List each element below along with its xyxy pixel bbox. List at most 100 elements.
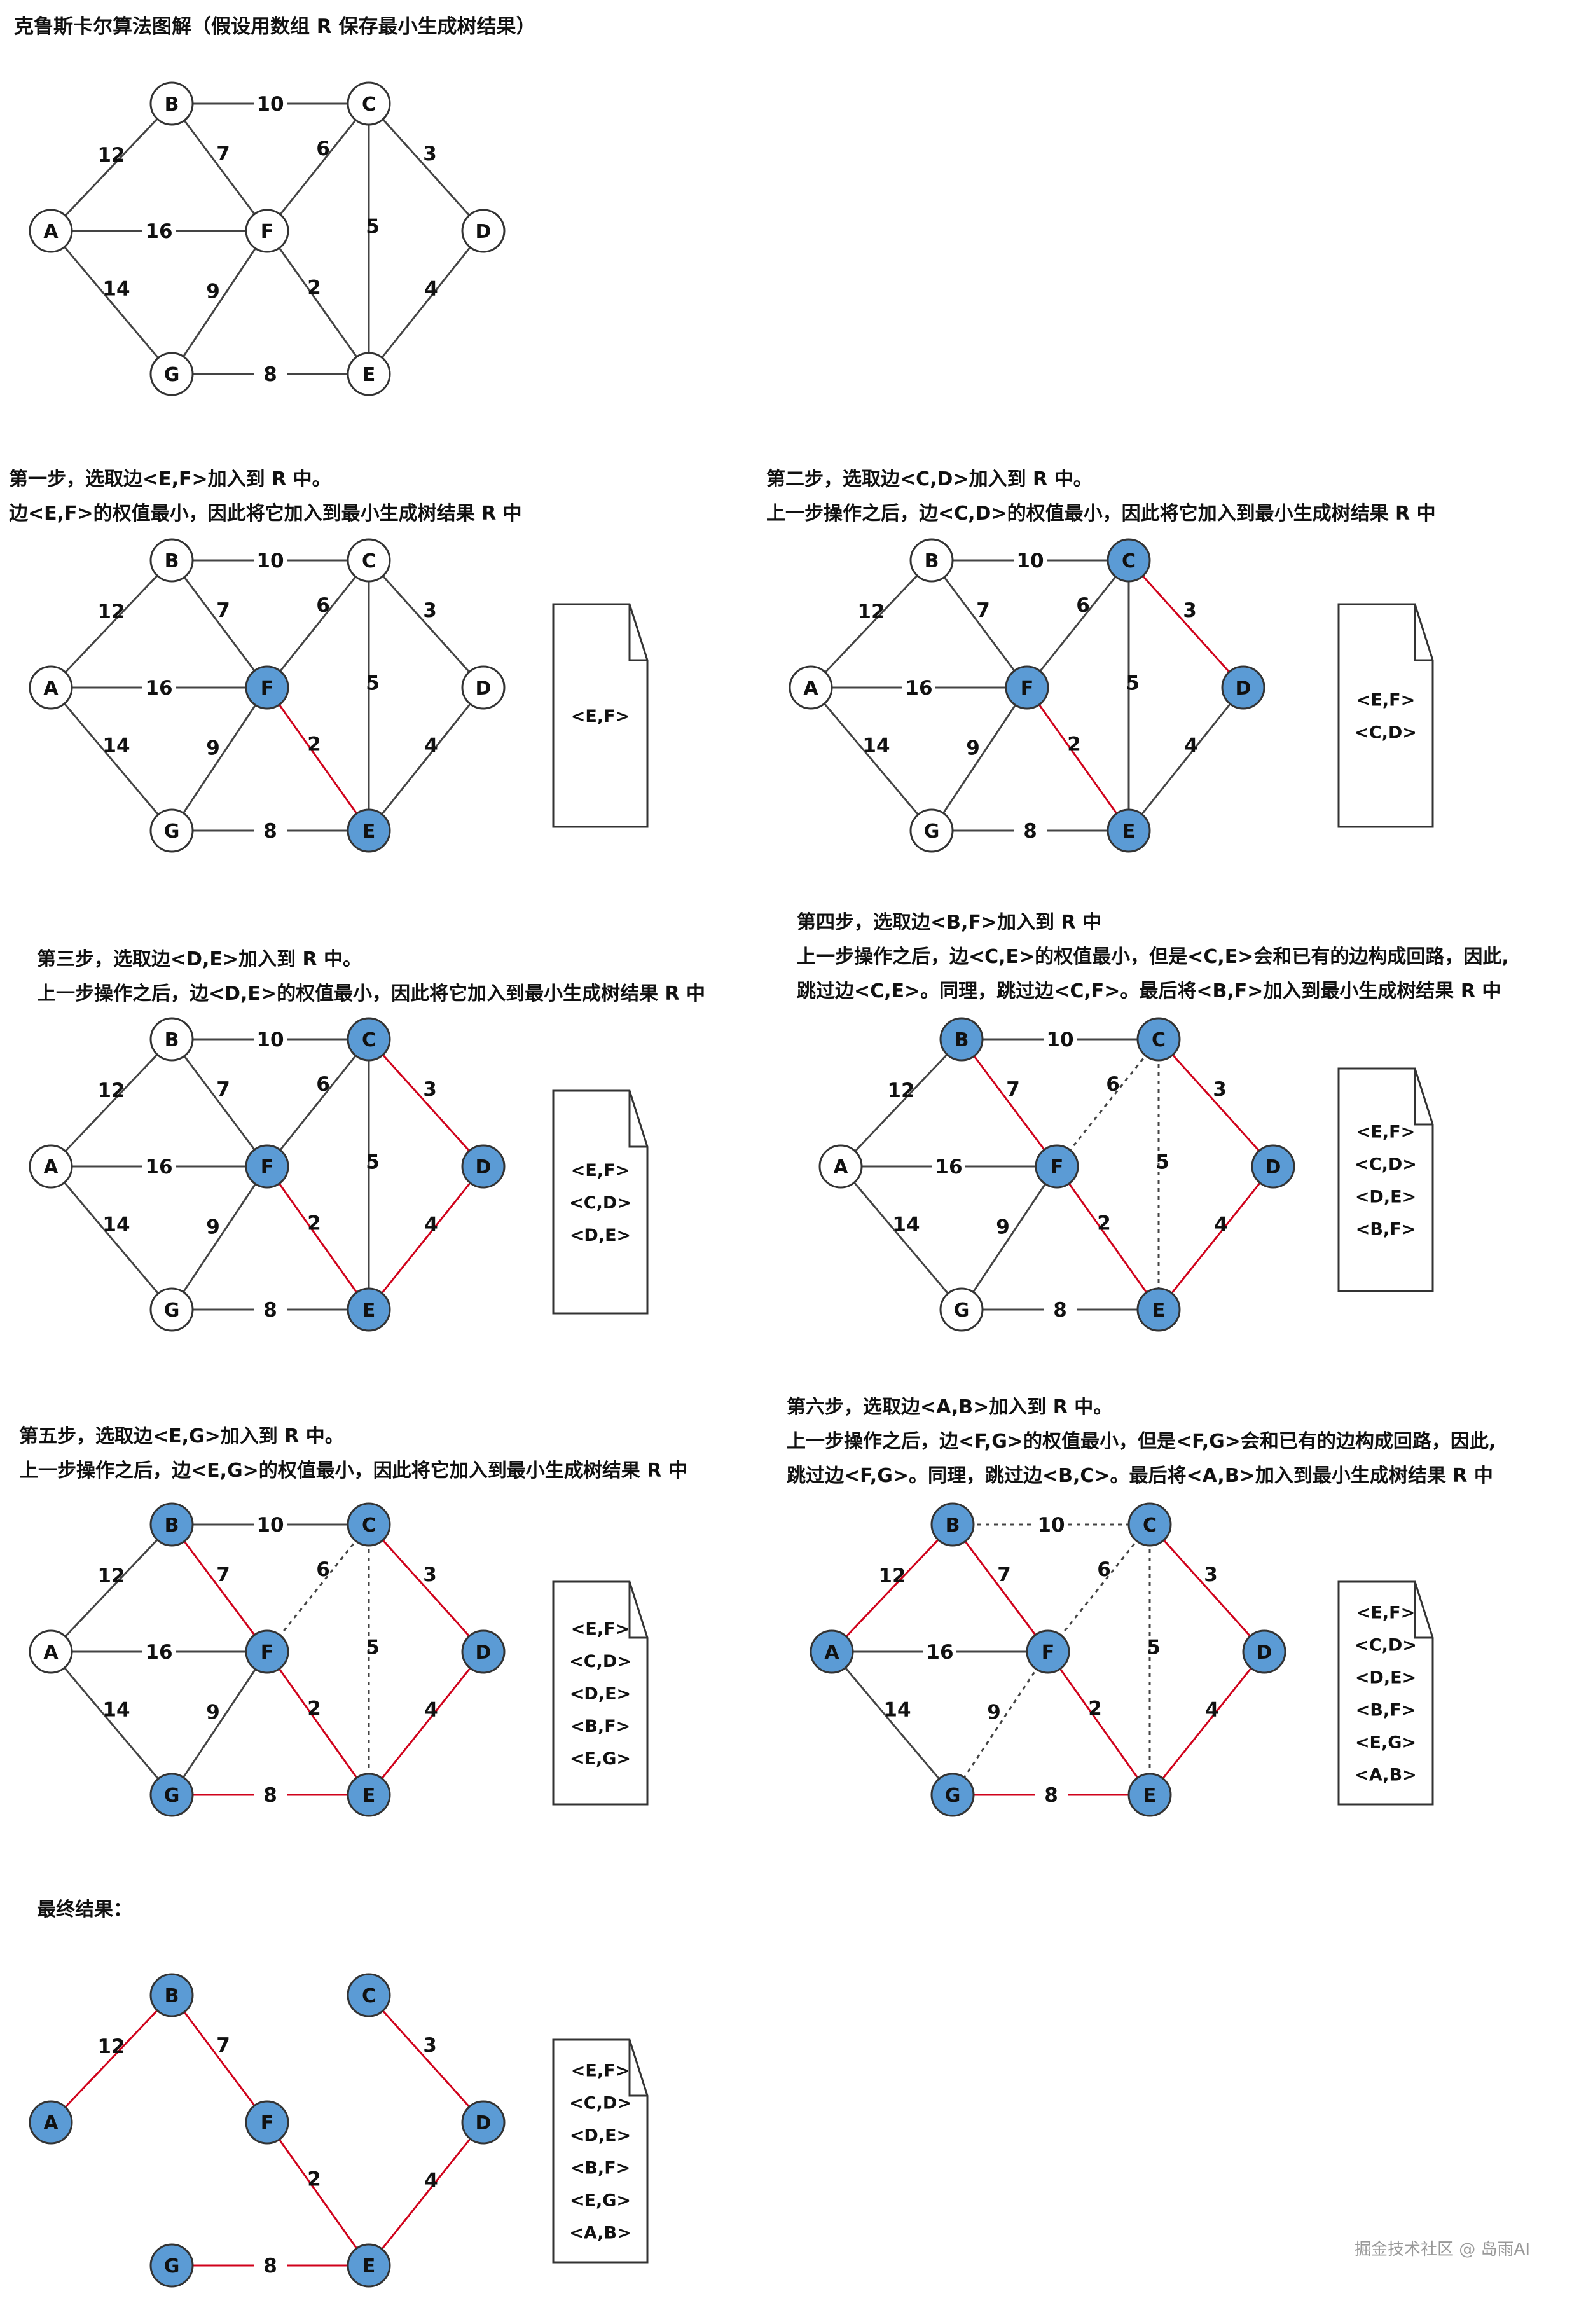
node-F-label: F (1021, 677, 1034, 700)
node-A (29, 1629, 73, 1674)
edge-A-B (50, 559, 173, 689)
node-C-label: C (362, 550, 376, 572)
edge-B-F (170, 560, 268, 688)
node-C (1107, 538, 1151, 583)
node-E (1136, 1287, 1181, 1332)
node-A (29, 2100, 73, 2145)
edge-F-G (951, 1651, 1049, 1795)
result-item: <E,F> (571, 1161, 630, 1180)
edge-C-F (266, 1524, 370, 1652)
page-title: 克鲁斯卡尔算法图解（假设用数组 R 保存最小生成树结果） (14, 15, 536, 38)
node-F (1005, 665, 1049, 710)
node-B (149, 81, 194, 126)
node-D (1251, 1144, 1295, 1189)
edge-F-G-weight: 9 (206, 1216, 220, 1239)
edge-C-D-weight: 3 (423, 599, 437, 622)
edge-D-E (1157, 1166, 1274, 1310)
node-A-label: A (43, 1156, 59, 1179)
edge-A-G (831, 1651, 954, 1795)
edge-G-E-weight: 8 (263, 363, 277, 386)
result-sheet-fold (1414, 1069, 1433, 1126)
edge-B-F (951, 1524, 1049, 1652)
node-G-label: G (924, 820, 940, 843)
edge-A-G-weight: 14 (102, 278, 130, 301)
edge-C-F (266, 103, 370, 232)
panel-step4-heading-0: 第四步，选取边<B,F>加入到 R 中 (797, 911, 1101, 934)
edge-F-E (266, 687, 370, 831)
node-D (1221, 665, 1265, 710)
edge-C-F-weight: 6 (1076, 594, 1090, 617)
panel-step5-heading-1: 上一步操作之后，边<E,G>的权值最小，因此将它加入到最小生成树结果 R 中 (19, 1460, 687, 1482)
edge-F-G-weight: 9 (206, 280, 220, 303)
node-F (245, 1144, 289, 1189)
node-B-label: B (946, 1514, 960, 1537)
node-C-label: C (362, 1029, 376, 1051)
result-item: <D,E> (570, 2126, 631, 2146)
node-A (29, 665, 73, 710)
edge-G-E-label-bg (254, 1783, 287, 1806)
node-C-label: C (1122, 550, 1136, 572)
node-G (149, 1773, 194, 1817)
node-D-label: D (476, 677, 492, 700)
edge-A-F-label-bg (932, 1155, 965, 1178)
node-C-label: C (1143, 1514, 1157, 1537)
edge-F-G-weight: 9 (996, 1216, 1010, 1239)
edge-A-B-weight: 12 (97, 1565, 125, 1587)
node-E-label: E (1143, 1785, 1157, 1807)
edge-A-F-weight: 16 (905, 677, 932, 700)
node-G (909, 808, 954, 853)
panel-step5: 第五步，选取边<E,G>加入到 R 中。上一步操作之后，边<E,G>的权值最小，… (19, 1425, 687, 1817)
edge-F-E-weight: 2 (307, 277, 321, 300)
edge-B-F-weight: 7 (216, 599, 230, 622)
result-sheet-fold (628, 604, 647, 661)
edge-F-G-weight: 9 (966, 737, 980, 760)
result-item: <A,B> (1355, 1766, 1416, 1785)
edge-C-D-weight: 3 (423, 2034, 437, 2057)
node-C (347, 1973, 391, 2017)
edge-A-F-weight: 16 (926, 1641, 953, 1664)
edge-C-D-weight: 3 (1213, 1078, 1227, 1101)
panel-step1-heading-0: 第一步，选取边<E,F>加入到 R 中。 (9, 468, 331, 490)
edge-G-E-weight: 8 (263, 1784, 277, 1807)
node-F-label: F (261, 1642, 274, 1664)
edge-D-E-weight: 4 (1184, 735, 1198, 757)
edge-B-C-weight: 10 (256, 1028, 284, 1051)
node-B-label: B (165, 1029, 179, 1051)
edge-F-G (170, 1651, 268, 1795)
edge-B-C-label-bg (1044, 1028, 1077, 1051)
node-A-label: A (824, 1642, 839, 1664)
edge-C-D (368, 1523, 485, 1653)
result-item: <B,F> (1356, 1701, 1416, 1720)
node-E-label: E (1122, 820, 1136, 843)
node-B-label: B (955, 1029, 969, 1051)
panel-step3: 第三步，选取边<D,E>加入到 R 中。上一步操作之后，边<D,E>的权值最小，… (29, 948, 705, 1332)
edge-F-E-weight: 2 (1067, 733, 1081, 756)
result-sheet-fold (628, 1582, 647, 1639)
edge-F-G (170, 687, 268, 831)
edge-C-F-weight: 6 (316, 1558, 330, 1581)
edge-B-F-weight: 7 (216, 1078, 230, 1101)
edge-C-F (1056, 1039, 1160, 1167)
node-B-label: B (165, 93, 179, 116)
edge-C-F-weight: 6 (316, 137, 330, 160)
edge-A-B (50, 1523, 173, 1653)
node-F-label: F (261, 1156, 274, 1179)
edge-G-E-weight: 8 (263, 2255, 277, 2278)
edge-G-E-weight: 8 (1044, 1784, 1058, 1807)
edge-A-F-label-bg (923, 1640, 956, 1663)
result-item: <E,G> (1355, 1733, 1416, 1753)
result-item: <C,D> (1355, 1636, 1417, 1656)
edge-A-F-label-bg (142, 676, 176, 699)
edge-A-G-weight: 14 (862, 735, 890, 757)
result-item: <E,G> (570, 2191, 631, 2211)
edge-A-G (810, 687, 933, 831)
result-sheet-fold (1414, 604, 1433, 661)
node-F (1035, 1144, 1079, 1189)
panel-step4-heading-2: 跳过边<C,E>。同理，跳过边<C,F>。最后将<B,F>加入到最小生成树结果 … (797, 980, 1501, 1002)
edge-C-D (1157, 1038, 1274, 1168)
node-B (149, 1973, 194, 2017)
node-C (347, 1502, 391, 1547)
edge-B-F (960, 1039, 1058, 1167)
